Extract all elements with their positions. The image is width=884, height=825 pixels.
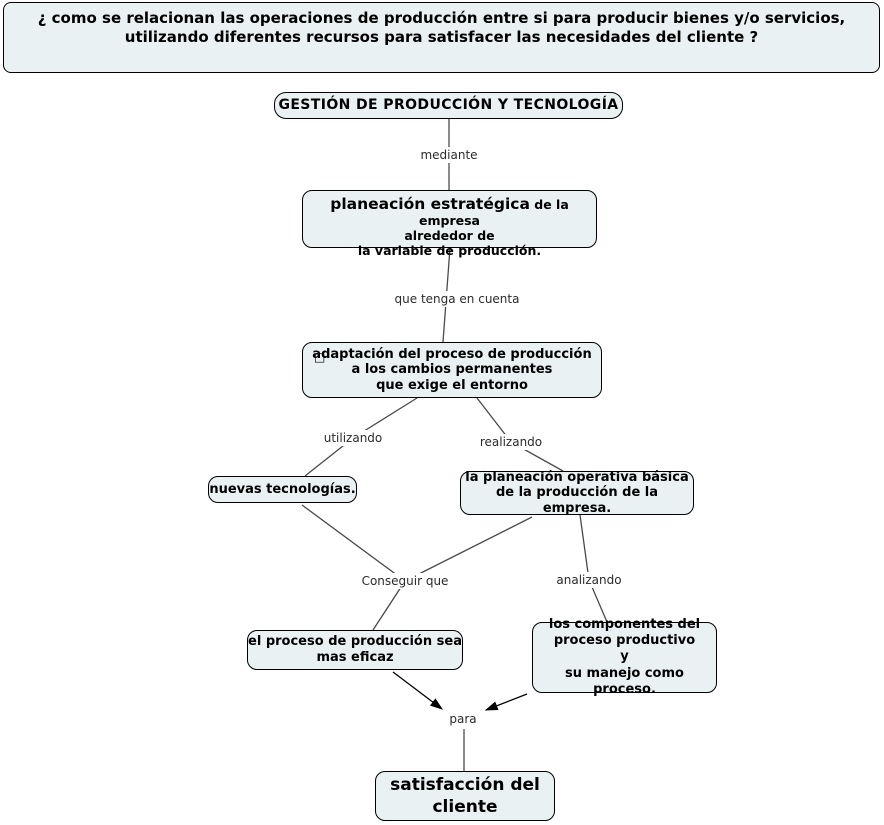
- link-label-mediante[interactable]: mediante: [416, 147, 482, 163]
- edge-operativa-analizando-componentes: [579, 514, 608, 623]
- focus-question-text: ¿ como se relacionan las operaciones de …: [37, 9, 846, 46]
- concept-planeacion-estrategica[interactable]: planeación estratégica de la empresa alr…: [302, 190, 597, 258]
- concept-gestion-produccion[interactable]: GESTIÓN DE PRODUCCIÓN Y TECNOLOGÍA: [274, 92, 623, 119]
- link-label-realizando[interactable]: realizando: [475, 434, 547, 450]
- planeacion-emphasis-text: planeación estratégica: [330, 194, 530, 213]
- edge-conseguir-eficaz: [372, 580, 406, 631]
- edge-componentes-para-arrow: [484, 693, 528, 711]
- link-label-que-tenga-en-cuenta[interactable]: que tenga en cuenta: [390, 291, 524, 307]
- edge-tecnologias-conseguir: [301, 504, 406, 582]
- link-label-conseguir-que[interactable]: Conseguir que: [357, 573, 453, 589]
- concept-planeacion-operativa[interactable]: la planeación operativa básica de la pro…: [460, 469, 694, 516]
- concept-adaptacion-proceso-label: adaptación del proceso de producción a l…: [312, 346, 592, 393]
- concept-satisfaccion-cliente[interactable]: satisfacción del cliente: [375, 771, 555, 821]
- concept-componentes-proceso[interactable]: los componentes del proceso productivo y…: [532, 617, 717, 697]
- link-label-analizando[interactable]: analizando: [552, 572, 626, 588]
- concept-satisfaccion-cliente-label: satisfacción del cliente: [390, 774, 540, 817]
- link-label-para[interactable]: para: [445, 711, 481, 727]
- concept-planeacion-operativa-label: la planeación operativa básica de la pro…: [465, 469, 689, 516]
- edge-operativa-conseguir: [404, 516, 533, 582]
- planeacion-rest-text: de la empresa alrededor de la variable d…: [357, 196, 569, 259]
- concept-adaptacion-proceso[interactable]: □ adaptación del proceso de producción a…: [302, 342, 602, 398]
- concept-proceso-eficaz-label: el proceso de producción sea mas eficaz: [248, 634, 462, 665]
- concept-componentes-proceso-label: los componentes del proceso productivo y…: [548, 616, 701, 698]
- concept-proceso-eficaz[interactable]: el proceso de producción sea mas eficaz: [247, 630, 463, 670]
- concept-nuevas-tecnologias-label: nuevas tecnologías.: [209, 481, 356, 497]
- edge-eficaz-para-arrow: [392, 671, 444, 710]
- concept-gestion-produccion-label: GESTIÓN DE PRODUCCIÓN Y TECNOLOGÍA: [278, 97, 619, 114]
- square-bullet-icon: □: [314, 350, 326, 364]
- focus-question-box[interactable]: ¿ como se relacionan las operaciones de …: [3, 2, 880, 73]
- concept-planeacion-estrategica-label: planeación estratégica de la empresa alr…: [303, 180, 596, 259]
- concept-nuevas-tecnologias[interactable]: nuevas tecnologías.: [208, 476, 357, 503]
- link-label-utilizando[interactable]: utilizando: [319, 430, 387, 446]
